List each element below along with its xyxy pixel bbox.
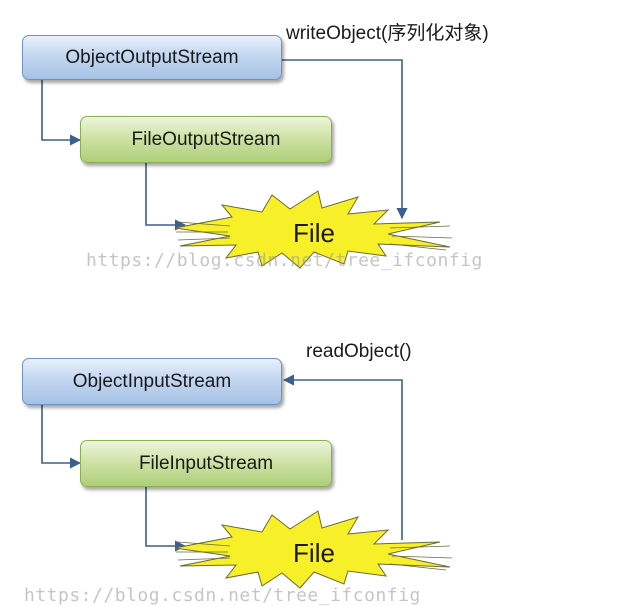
connector-outer-to-inner-output	[41, 80, 82, 146]
file-burst-output: File	[174, 190, 453, 269]
object-output-stream-box: ObjectOutputStream	[22, 35, 282, 80]
connector-outer-to-inner-input	[41, 405, 82, 469]
connector-write-object	[282, 59, 408, 220]
object-output-stream-label: ObjectOutputStream	[65, 46, 239, 68]
read-object-label: readObject()	[306, 341, 412, 362]
file-burst-input: File	[174, 510, 453, 589]
connector-inner-to-file-output	[145, 163, 187, 231]
object-input-stream-label: ObjectInputStream	[72, 370, 232, 392]
file-output-stream-box: FileOutputStream	[80, 116, 332, 163]
connector-inner-to-file-input	[145, 487, 187, 552]
connector-read-object	[282, 374, 403, 540]
file-label-output: File	[293, 218, 335, 248]
file-output-stream-label: FileOutputStream	[131, 128, 281, 150]
write-object-label: writeObject(序列化对象)	[286, 23, 489, 44]
file-label-input: File	[293, 538, 335, 568]
file-input-stream-box: FileInputStream	[80, 440, 332, 487]
watermark-bottom: https://blog.csdn.net/tree_ifconfig	[24, 585, 421, 606]
object-input-stream-box: ObjectInputStream	[22, 358, 282, 405]
file-input-stream-label: FileInputStream	[138, 452, 274, 474]
watermark-top: https://blog.csdn.net/tree_ifconfig	[86, 250, 483, 271]
